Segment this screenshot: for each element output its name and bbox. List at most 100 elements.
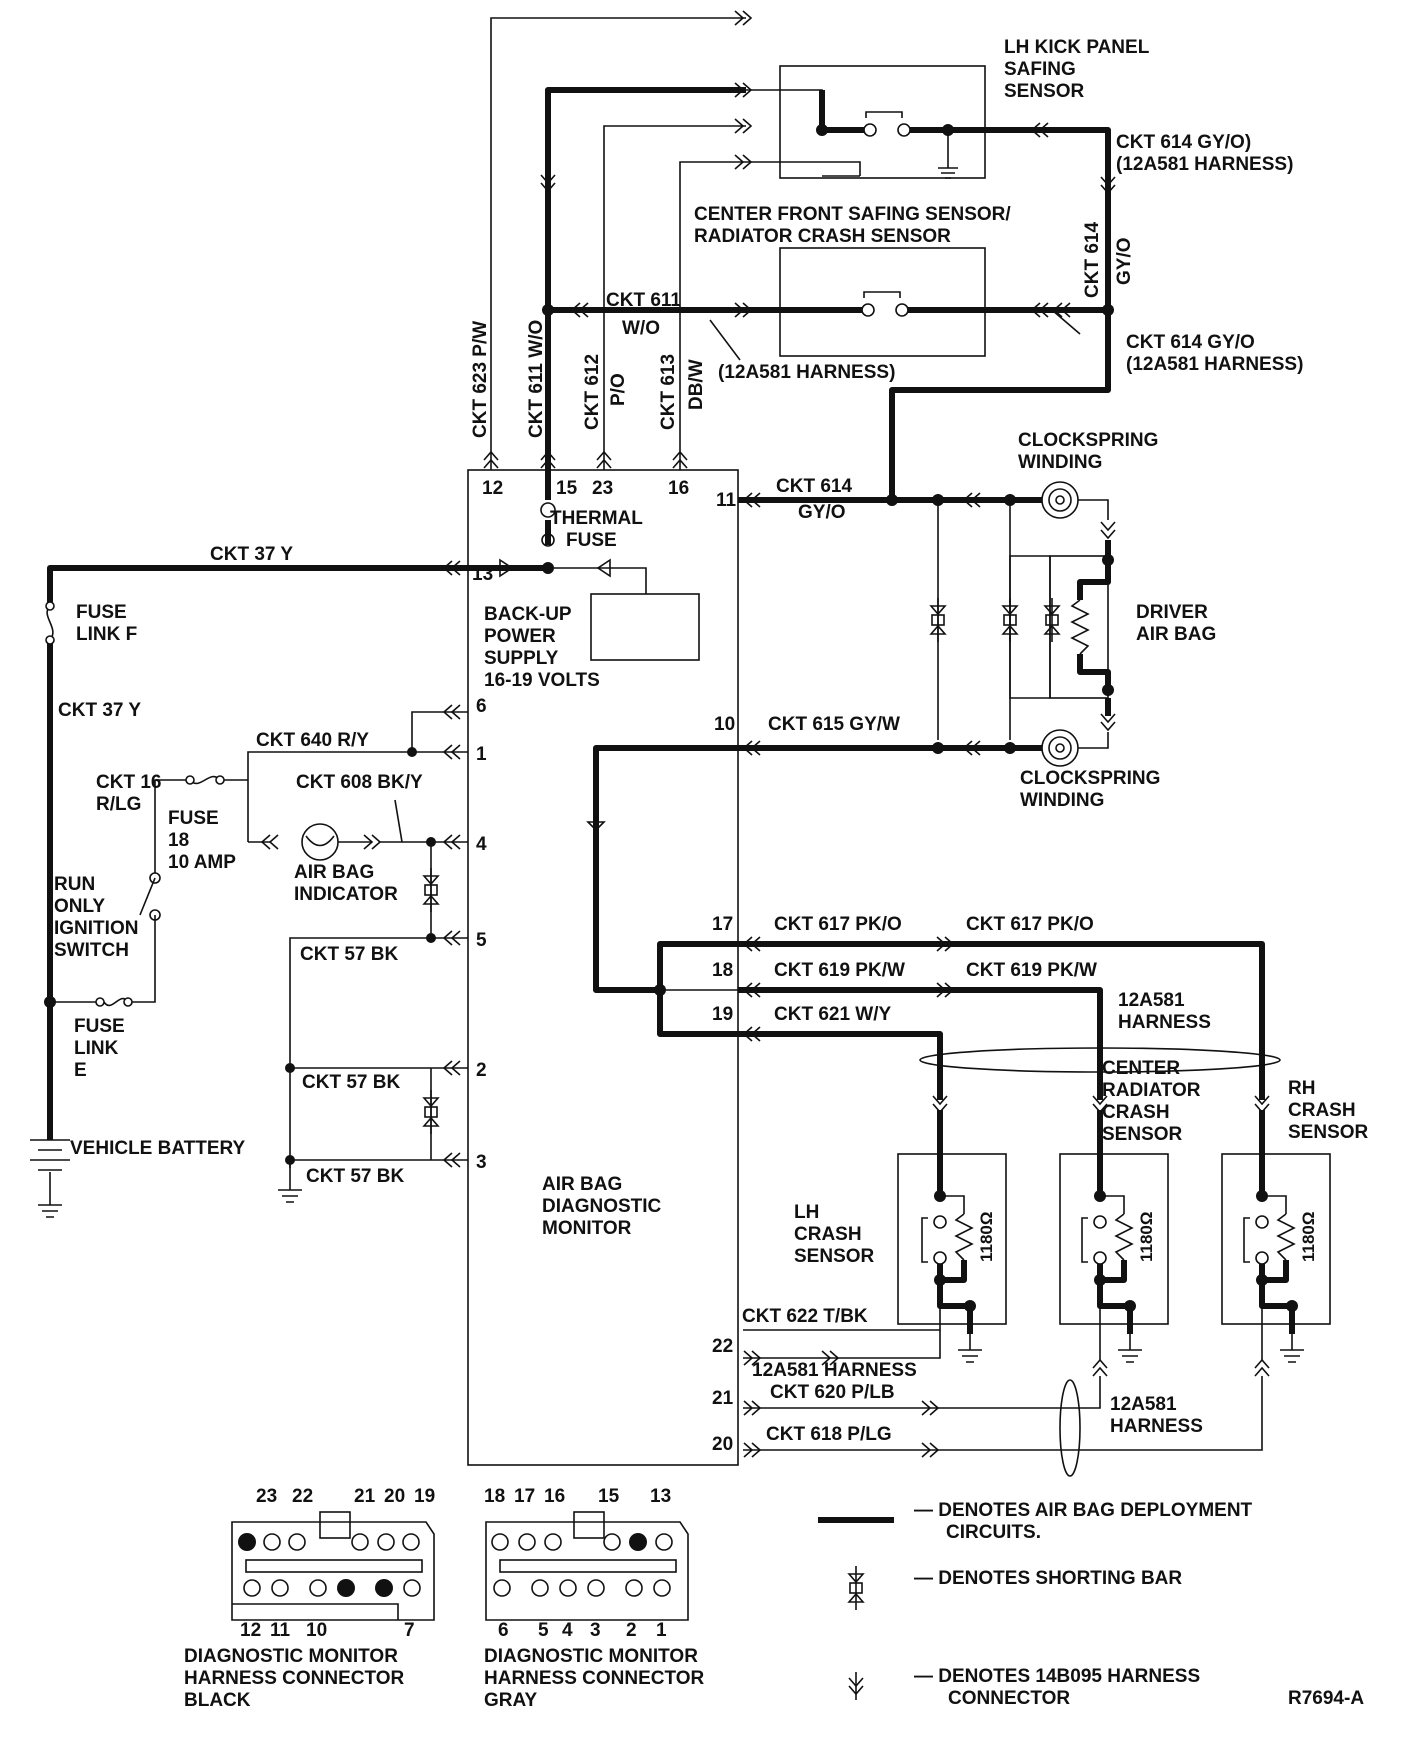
clockspring-bottom-label: CLOCKSPRING [1020,768,1160,789]
ckt619-label-b: CKT 619 PK/W [966,960,1097,981]
black-bottom-10: 10 [306,1620,327,1641]
pin-22: 22 [712,1336,733,1357]
gray-top-15: 15 [598,1486,620,1507]
ckt611-label-b: W/O [622,318,660,339]
ckt613-wire [679,161,746,470]
ckt614-vertical-label-a: CKT 614 [1082,222,1103,298]
ckt640-wire [220,751,468,842]
ckt617-wire [738,941,1265,1100]
driver-airbag-label: DRIVER [1136,602,1208,623]
legend-harness-text: — DENOTES 14B095 HARNESS [914,1666,1200,1687]
shorting-bar-c [1044,597,1060,643]
pin-11: 11 [716,490,737,511]
ckt623-wire [490,17,746,470]
ckt57-wire [289,937,468,1168]
legend-shorting-text: — DENOTES SHORTING BAR [914,1568,1182,1589]
ckt611-deploy-wire [545,87,746,470]
pin-12: 12 [482,478,503,499]
pin-4: 4 [476,834,487,855]
ckt613-label-b: DB/W [686,359,707,410]
indicator-label: AIR BAG [294,862,374,883]
diagnostic-monitor-box [467,469,739,1466]
clockspring-top-label: CLOCKSPRING [1018,430,1158,451]
center-front-label: CENTER FRONT SAFING SENSOR/ [694,204,1011,225]
pin-13: 13 [472,564,493,585]
pin-2: 2 [476,1060,487,1081]
shorting-bar-57 [423,1089,439,1135]
black-top-21: 21 [354,1486,376,1507]
ckt614-mid-label: CKT 614 GY/O [1126,332,1255,353]
ckt611-label-a: CKT 611 [606,290,681,311]
backup-power-supply-box [590,593,700,661]
black-connector [231,1511,435,1621]
shorting-bar-b [1002,597,1018,643]
gray-bottom-6: 6 [498,1620,509,1641]
indicator-lamp-icon [301,823,339,861]
black-bottom-11: 11 [270,1620,291,1641]
gray-bottom-5: 5 [538,1620,549,1641]
ckt614-pin11-label-a: CKT 614 [776,476,852,497]
backup-supply-label: BACK-UP [484,604,572,625]
ckt619-wire [738,987,1103,1100]
lh-kick-panel-sensor-box [779,65,986,179]
pin-3: 3 [476,1152,487,1173]
pin-19: 19 [712,1004,733,1025]
black-connector-caption: DIAGNOSTIC MONITOR [184,1646,398,1667]
ckt614-vertical-label-b: GY/O [1114,237,1135,285]
black-bottom-7: 7 [404,1620,415,1641]
lh-kick-label-1: LH KICK PANEL [1004,37,1150,58]
gray-bottom-2: 2 [626,1620,637,1641]
gray-connector [485,1511,689,1621]
gray-top-16: 16 [544,1486,565,1507]
black-bottom-12: 12 [240,1620,261,1641]
ckt612-label-a: CKT 612 [582,354,603,430]
ignition-switch-label: RUN [54,874,95,895]
rh-crash-label: RH [1288,1078,1315,1099]
pin-20: 20 [712,1434,733,1455]
pin-23: 23 [592,478,613,499]
figure-id: R7694-A [1288,1688,1364,1709]
fuse-link-e-label: FUSE [74,1016,125,1037]
pin-16: 16 [668,478,689,499]
ckt621-label: CKT 621 W/Y [774,1004,892,1025]
driver-airbag-box [1049,555,1109,699]
ckt57-label-c: CKT 57 BK [306,1166,404,1187]
lh-crash-sensor-box [897,1153,1007,1325]
ckt617-label-b: CKT 617 PK/O [966,914,1094,935]
gray-top-18: 18 [484,1486,505,1507]
center-radiator-sensor-box [1059,1153,1169,1325]
monitor-title: AIR BAG [542,1174,622,1195]
pin-1: 1 [476,744,487,765]
shorting-bar-a [930,597,946,643]
lh-crash-label: LH [794,1202,819,1223]
airbag-squib-resistor [1070,599,1090,655]
legend-shorting-bar-icon [848,1565,864,1611]
black-top-23: 23 [256,1486,277,1507]
resistor-label-rh: 1180Ω [1299,1211,1318,1262]
ckt37-wire [47,565,468,1140]
ckt615-feed-wire [593,745,738,993]
pin-21: 21 [712,1388,734,1409]
pin-18: 18 [712,960,733,981]
ckt614-top-label: CKT 614 GY/O) [1116,132,1251,153]
ckt16-label: CKT 16 [96,772,161,793]
ckt621-wire [738,1031,943,1100]
harness-paren-label: (12A581 HARNESS) [718,362,895,383]
battery-label: VEHICLE BATTERY [70,1138,246,1159]
